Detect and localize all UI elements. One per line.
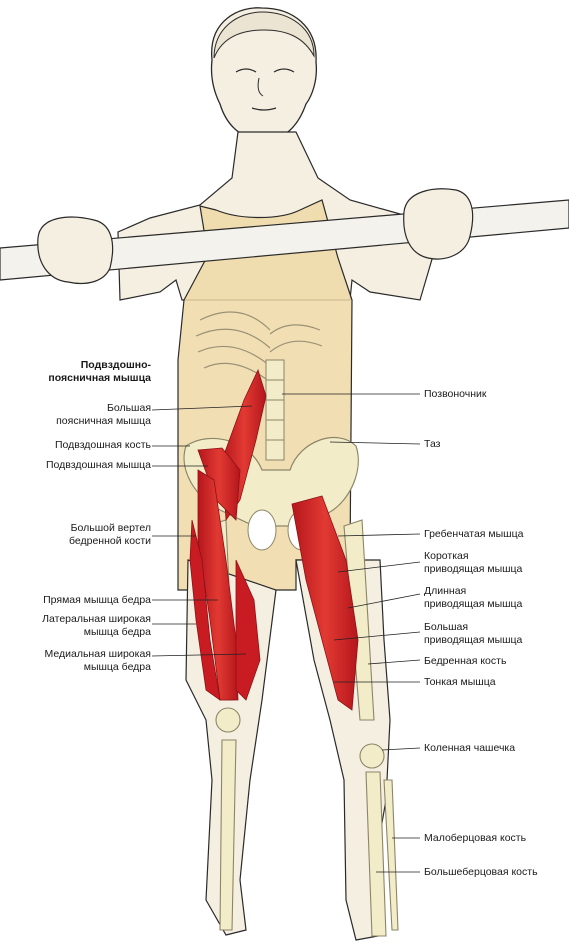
head	[210, 7, 318, 141]
label-patella-text: Коленная чашечка	[424, 742, 516, 754]
label-adductor-brevis: Короткая приводящая мышца	[424, 550, 522, 576]
label-rectus-femoris-text: Прямая мышца бедра	[43, 594, 151, 606]
label-tibia: Большеберцовая кость	[424, 866, 538, 879]
label-femur: Бедренная кость	[424, 655, 506, 668]
label-psoas-major-line2: поясничная мышца	[56, 415, 151, 427]
label-adductor-brevis-line1: Короткая	[424, 550, 469, 562]
label-psoas-major: Большая поясничная мышца	[56, 402, 151, 428]
spine	[265, 359, 285, 461]
label-vastus-lateralis-line1: Латеральная широкая	[42, 613, 151, 625]
label-adductor-longus-line1: Длинная	[424, 585, 467, 597]
label-vastus-medialis: Медиальная широкая мышца бедра	[45, 648, 151, 674]
label-ilium: Подвздошная кость	[55, 439, 151, 452]
label-adductor-brevis-line2: приводящая мышца	[424, 563, 523, 575]
label-spine-text: Позвоночник	[424, 388, 487, 400]
label-gracilis-text: Тонкая мышца	[424, 676, 496, 688]
label-pectineus: Гребенчатая мышца	[424, 528, 523, 541]
label-vastus-lateralis: Латеральная широкая мышца бедра	[42, 613, 151, 639]
label-adductor-longus: Длинная приводящая мышца	[424, 585, 522, 611]
label-iliopsoas-line2: поясничная мышца	[48, 372, 151, 384]
label-greater-trochanter-line1: Большой вертел	[70, 522, 151, 534]
label-fibula-text: Малоберцовая кость	[424, 832, 527, 844]
label-greater-trochanter: Большой вертел бедренной кости	[69, 522, 151, 548]
ribcage	[195, 311, 323, 383]
label-iliopsoas-line1: Подвздошно-	[80, 359, 151, 371]
label-pelvis: Таз	[424, 438, 440, 451]
label-vastus-lateralis-line2: мышца бедра	[83, 626, 151, 638]
label-psoas-major-line1: Большая	[106, 402, 151, 414]
leader-lines	[151, 393, 421, 873]
label-adductor-magnus-line2: приводящая мышца	[424, 634, 523, 646]
label-gracilis: Тонкая мышца	[424, 676, 496, 689]
label-patella: Коленная чашечка	[424, 742, 515, 755]
label-ilium-text: Подвздошная кость	[54, 439, 151, 451]
label-adductor-magnus: Большая приводящая мышца	[424, 621, 522, 647]
label-adductor-longus-line2: приводящая мышца	[424, 598, 523, 610]
label-rectus-femoris: Прямая мышца бедра	[43, 594, 151, 607]
label-iliopsoas: Подвздошно- поясничная мышца	[48, 359, 151, 385]
adductor-muscles	[291, 495, 359, 711]
label-femur-text: Бедренная кость	[424, 655, 507, 667]
label-vastus-medialis-line1: Медиальная широкая	[44, 648, 151, 660]
label-vastus-medialis-line2: мышца бедра	[83, 661, 151, 673]
muscles	[189, 368, 359, 711]
label-pelvis-text: Таз	[424, 438, 441, 450]
label-adductor-magnus-line1: Большая	[424, 621, 469, 633]
label-spine: Позвоночник	[424, 388, 487, 401]
hands	[37, 188, 474, 285]
label-fibula: Малоберцовая кость	[424, 832, 526, 845]
label-iliacus: Подвздошная мышца	[46, 459, 151, 472]
label-iliacus-text: Подвздошная мышца	[46, 459, 151, 471]
vastus-medialis-muscle	[235, 559, 261, 701]
label-pectineus-text: Гребенчатая мышца	[424, 528, 524, 540]
label-tibia-text: Большеберцовая кость	[424, 866, 538, 878]
label-greater-trochanter-line2: бедренной кости	[68, 535, 151, 547]
